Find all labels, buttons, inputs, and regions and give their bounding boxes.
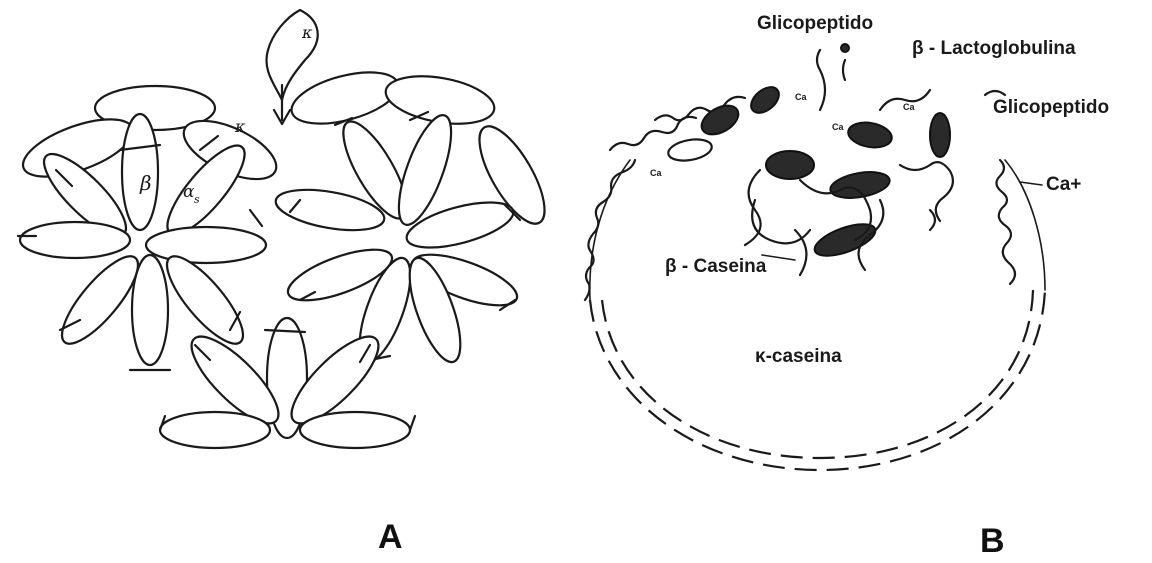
panel-a: κ β α s κ — [16, 10, 557, 556]
ca-mark: Ca — [832, 122, 844, 132]
panel-b: Ca Ca Ca Ca Glicopeptido β - Lactoglobul… — [585, 13, 1109, 560]
kappa-top-label: κ — [301, 23, 313, 42]
glicopeptido-top-label: Glicopeptido — [757, 13, 873, 34]
left-submicelle: β α s κ — [16, 86, 285, 370]
alpha-s-subscript: s — [194, 193, 200, 206]
left-chains — [585, 160, 635, 300]
calcium-label: Ca+ — [1046, 174, 1081, 195]
panel-a-letter: A — [378, 518, 403, 556]
ca-mark: Ca — [903, 102, 915, 112]
beta-lactoglobulina-label: β - Lactoglobulina — [912, 38, 1076, 59]
panel-b-letter: B — [980, 522, 1005, 560]
micelle-outline — [590, 160, 1045, 470]
beta-caseina-label: β - Caseina — [665, 256, 767, 277]
kappa-side-label: κ — [234, 117, 246, 136]
beta-label: β — [139, 171, 152, 195]
kappa-caseina-label: κ-caseina — [755, 346, 842, 367]
ca-mark: Ca — [650, 168, 662, 178]
right-submicelle — [273, 63, 557, 368]
glicopeptido-right-label: Glicopeptido — [993, 97, 1109, 118]
ca-mark: Ca — [795, 92, 807, 102]
